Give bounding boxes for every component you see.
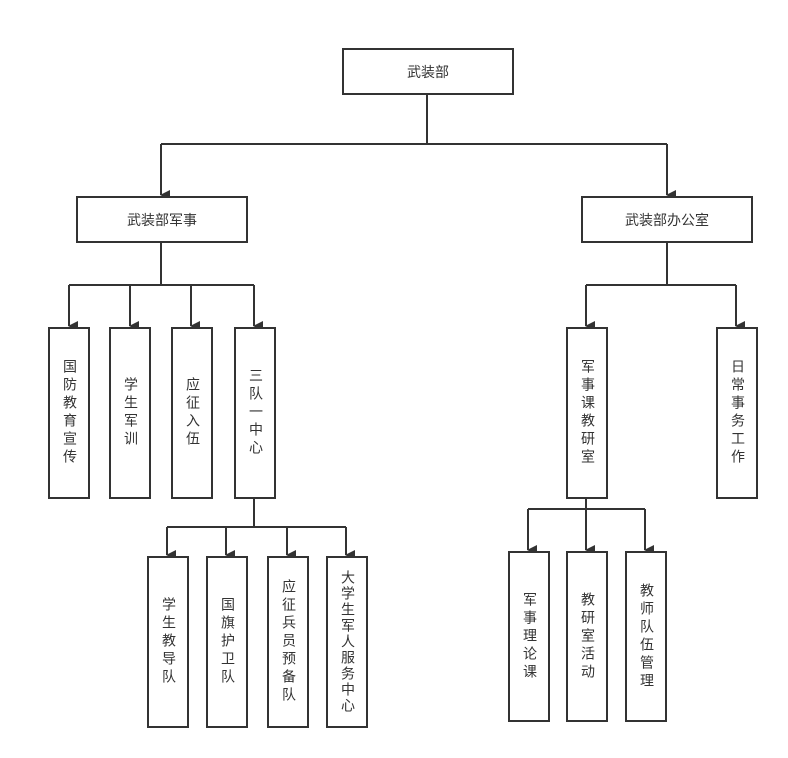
- node-label: 教研室活动: [579, 591, 595, 682]
- node-teaching-office[interactable]: 军事课教研室: [566, 327, 608, 499]
- node-daily-affairs[interactable]: 日常事务工作: [716, 327, 758, 499]
- node-label: 军事课教研室: [579, 359, 595, 467]
- node-office[interactable]: 武装部办公室: [581, 196, 753, 243]
- node-label: 教师队伍管理: [638, 582, 654, 691]
- node-label: 武装部军事: [127, 212, 197, 229]
- node-label: 日常事务工作: [729, 359, 745, 467]
- node-three-teams-one-center[interactable]: 三队一中心: [234, 327, 276, 499]
- node-military[interactable]: 武装部军事: [76, 196, 248, 243]
- node-label: 大学生军人服务中心: [339, 570, 355, 714]
- node-label: 学生教导队: [160, 597, 176, 687]
- node-label: 武装部办公室: [625, 212, 709, 229]
- node-label: 应征入伍: [184, 377, 200, 449]
- node-label: 三队一中心: [247, 368, 263, 458]
- node-label: 国防教育宣传: [61, 359, 77, 467]
- node-student-training[interactable]: 学生军训: [109, 327, 151, 499]
- node-military-theory[interactable]: 军事理论课: [508, 551, 550, 722]
- node-root[interactable]: 武装部: [342, 48, 514, 95]
- node-flag-guard[interactable]: 国旗护卫队: [206, 556, 248, 728]
- node-reserve-team[interactable]: 应征兵员预备队: [267, 556, 309, 728]
- node-label: 国旗护卫队: [219, 597, 235, 687]
- node-label: 学生军训: [122, 377, 138, 449]
- node-office-activities[interactable]: 教研室活动: [566, 551, 608, 722]
- node-label: 应征兵员预备队: [280, 579, 296, 705]
- node-label: 武装部: [407, 64, 449, 81]
- node-veteran-service-center[interactable]: 大学生军人服务中心: [326, 556, 368, 728]
- node-defense-education[interactable]: 国防教育宣传: [48, 327, 90, 499]
- node-teacher-management[interactable]: 教师队伍管理: [625, 551, 667, 722]
- node-label: 军事理论课: [521, 591, 537, 682]
- node-student-guidance-team[interactable]: 学生教导队: [147, 556, 189, 728]
- node-enlistment[interactable]: 应征入伍: [171, 327, 213, 499]
